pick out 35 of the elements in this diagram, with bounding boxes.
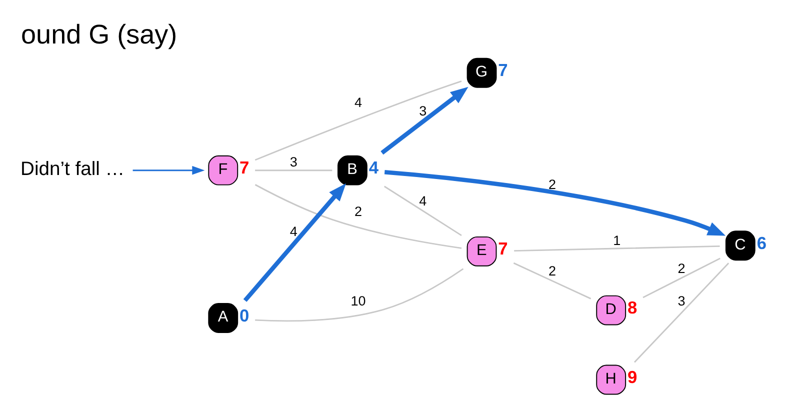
edge-label: 2 — [548, 176, 556, 192]
edge-label: 4 — [419, 193, 427, 208]
edge-label: 3 — [678, 294, 686, 309]
node-text: Didn’t fall … — [20, 159, 125, 180]
node-label: 9 — [628, 367, 638, 388]
node-label: 4 — [368, 158, 379, 178]
diagram-title: ound G (say) — [21, 19, 178, 50]
connector — [254, 80, 462, 161]
node-label: 0 — [240, 305, 250, 326]
connector — [634, 262, 730, 363]
connector — [254, 184, 462, 249]
edge-label: 2 — [678, 260, 686, 276]
edge-label: 2 — [548, 264, 556, 279]
node-label: 8 — [628, 298, 638, 318]
connector — [514, 245, 720, 252]
edge-label: 10 — [350, 294, 366, 309]
arrow — [132, 166, 205, 175]
edge-label: 3 — [419, 104, 427, 119]
arrow — [384, 170, 726, 236]
node-label: 7 — [240, 158, 250, 178]
connector — [513, 262, 592, 300]
edge-label: 2 — [354, 204, 362, 219]
node-label: 7 — [498, 60, 508, 80]
connector — [255, 170, 332, 172]
node-label: 6 — [756, 232, 766, 253]
arrow — [243, 183, 346, 302]
connector — [255, 268, 464, 322]
connector — [642, 258, 720, 298]
edge-label: 4 — [354, 94, 362, 110]
edge-label: 3 — [290, 154, 298, 170]
edge-label: 4 — [290, 224, 298, 240]
node-label: 7 — [498, 238, 508, 259]
edge-label: 1 — [613, 232, 621, 248]
connector — [384, 186, 462, 236]
arrow — [380, 86, 468, 155]
